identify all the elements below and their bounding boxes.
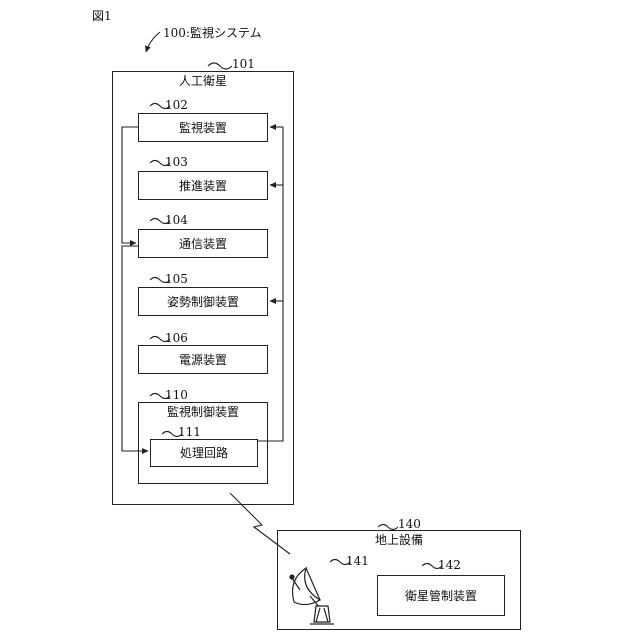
power-device-box: 電源装置 (138, 345, 268, 374)
device-ref-104: 104 (165, 213, 188, 227)
antenna-icon (286, 562, 346, 628)
device-ref-106: 106 (165, 331, 188, 345)
circuit-ref: 111 (178, 425, 201, 439)
control-label: 衛星管制装置 (378, 589, 504, 603)
control-ref: 142 (438, 558, 461, 572)
circuit-label: 処理回路 (151, 446, 257, 460)
ground-ref: 140 (398, 517, 421, 531)
device-ref-103: 103 (165, 155, 188, 169)
satellite-control-device-box: 衛星管制装置 (377, 575, 505, 616)
monitoring-device-box: 監視装置 (138, 113, 268, 142)
controller-label: 監視制御装置 (139, 405, 267, 419)
device-label: 監視装置 (139, 121, 267, 135)
processing-circuit-box: 処理回路 (150, 439, 258, 467)
propulsion-device-box: 推進装置 (138, 171, 268, 200)
satellite-title: 人工衛星 (113, 74, 293, 88)
controller-ref: 110 (165, 388, 188, 402)
device-ref-105: 105 (165, 272, 188, 286)
device-label: 電源装置 (139, 353, 267, 367)
communication-device-box: 通信装置 (138, 229, 268, 258)
antenna-ref: 141 (346, 554, 369, 568)
device-label: 姿勢制御装置 (139, 295, 267, 309)
attitude-control-device-box: 姿勢制御装置 (138, 287, 268, 316)
device-label: 推進装置 (139, 179, 267, 193)
device-ref-102: 102 (165, 98, 188, 112)
device-label: 通信装置 (139, 237, 267, 251)
satellite-ref: 101 (232, 57, 255, 71)
ground-title: 地上設備 (278, 533, 520, 547)
